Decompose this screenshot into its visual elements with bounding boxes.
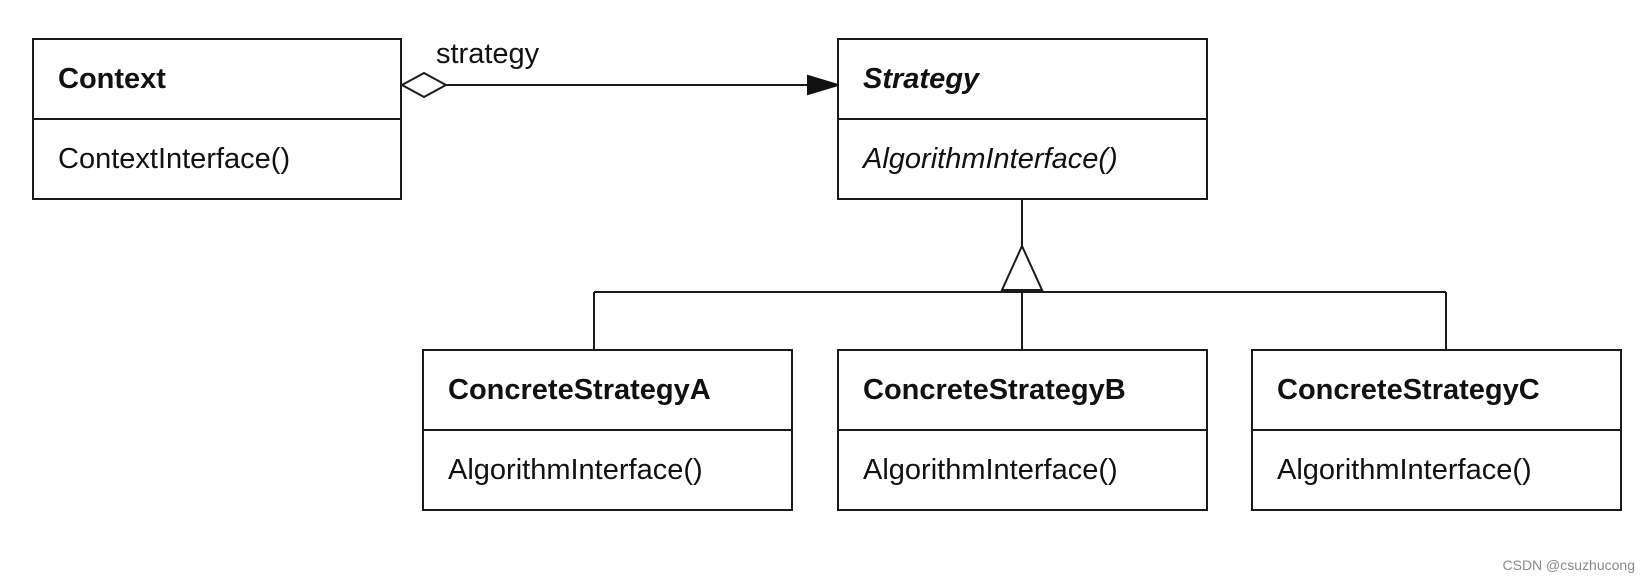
- association-role-label: strategy: [436, 38, 540, 70]
- concrete-strategy-a-class: ConcreteStrategyA AlgorithmInterface(): [422, 349, 793, 511]
- concrete-strategy-c-class: ConcreteStrategyC AlgorithmInterface(): [1251, 349, 1622, 511]
- class-name: ConcreteStrategyA: [424, 351, 791, 431]
- class-operation: ContextInterface(): [58, 142, 291, 175]
- strategy-class: Strategy AlgorithmInterface(): [837, 38, 1208, 200]
- generalization-hierarchy: [593, 200, 1447, 350]
- class-name: ConcreteStrategyC: [1253, 351, 1620, 431]
- concrete-strategy-b-class: ConcreteStrategyB AlgorithmInterface(): [837, 349, 1208, 511]
- class-name: ConcreteStrategyB: [839, 351, 1206, 431]
- navigation-arrowhead-icon: [807, 74, 842, 96]
- class-operation: AlgorithmInterface(): [863, 142, 1118, 175]
- class-operation: AlgorithmInterface(): [863, 453, 1118, 486]
- watermark-text: CSDN @csuzhucong: [1502, 557, 1636, 573]
- aggregation-diamond-icon: [399, 71, 449, 99]
- class-name: Context: [34, 40, 400, 120]
- aggregation-association: [399, 71, 842, 99]
- class-operation: AlgorithmInterface(): [1277, 453, 1532, 486]
- class-operation: AlgorithmInterface(): [448, 453, 703, 486]
- inheritance-triangle-icon: [1000, 243, 1044, 291]
- context-class: Context ContextInterface(): [32, 38, 402, 200]
- class-name: Strategy: [839, 40, 1206, 120]
